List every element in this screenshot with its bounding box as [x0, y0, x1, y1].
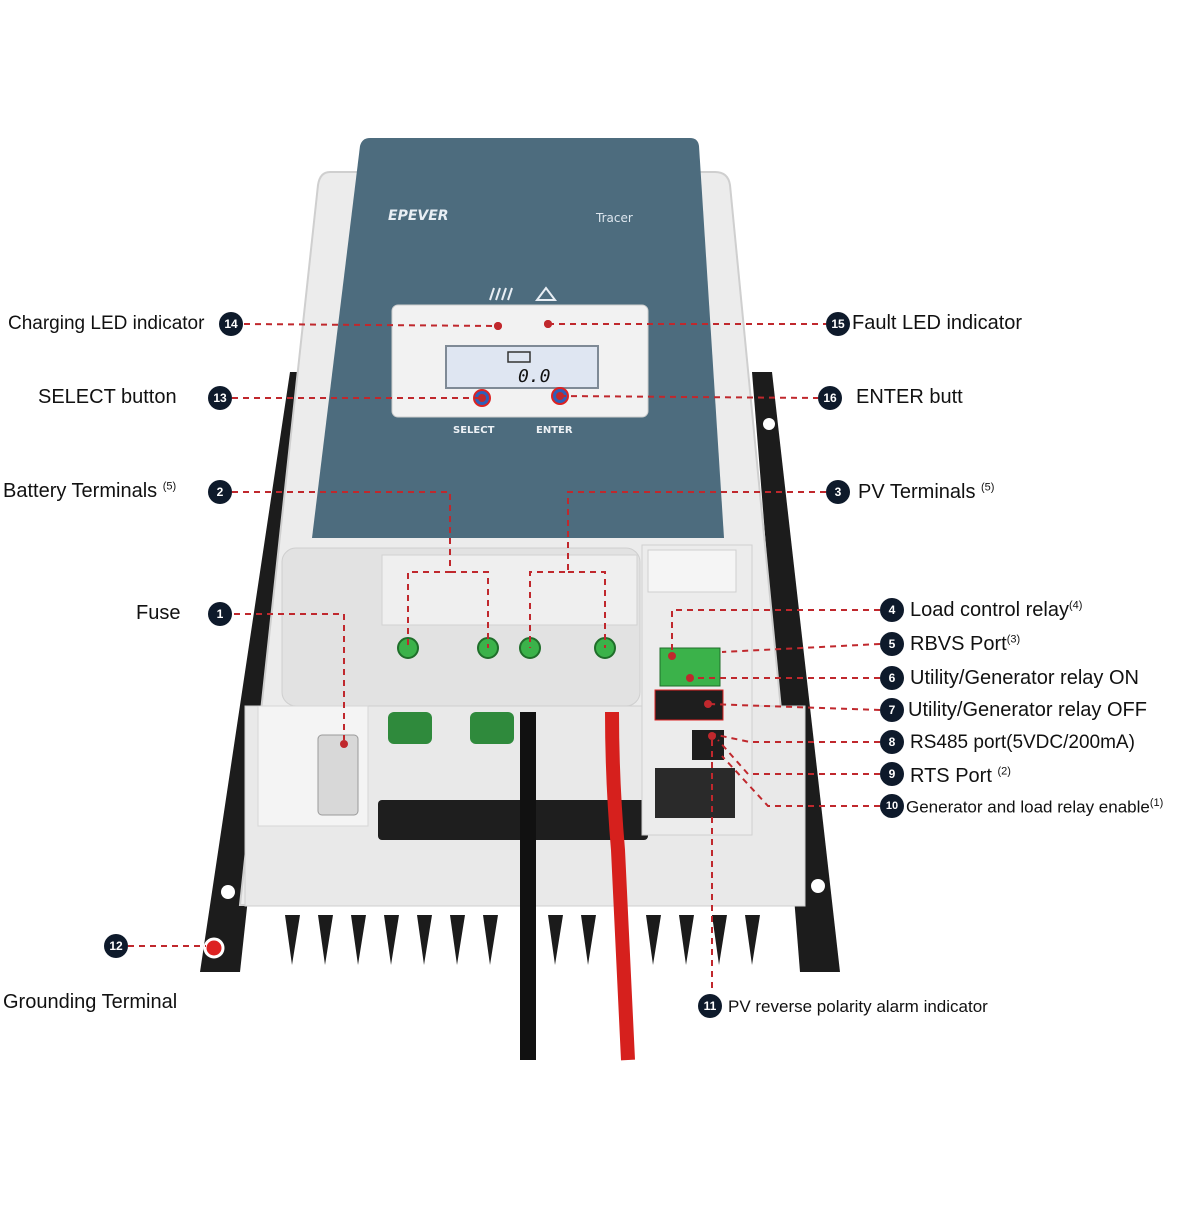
callout-badge-14: 14: [219, 312, 243, 336]
callout-badge-9: 9: [880, 762, 904, 786]
callout-footnote: (5): [162, 480, 177, 493]
callout-text: ENTER butt: [856, 386, 963, 408]
callout-footnote: (5): [981, 481, 995, 494]
callout-badge-5: 5: [880, 632, 904, 656]
callout-badge-13: 13: [208, 386, 232, 410]
model-text: Tracer: [595, 211, 633, 225]
leader-endpoints: [340, 320, 716, 748]
heatsink-fins: [285, 915, 760, 965]
callout-text: Fault LED indicator: [852, 312, 1023, 334]
brand-logo: EPEVER: [388, 208, 449, 224]
callout-label-battery-terminals: Battery Terminals (5): [3, 481, 176, 501]
callout-badge-7: 7: [880, 698, 904, 722]
enter-label: ENTER: [536, 425, 573, 436]
spec-label: [647, 549, 737, 593]
callout-badge-16: 16: [818, 386, 842, 410]
callout-footnote: (3): [1006, 633, 1021, 646]
callout-text: Battery Terminals: [3, 480, 158, 502]
lcd-screen: [445, 345, 599, 389]
callout-text: Fuse: [136, 602, 181, 624]
callout-badge-6: 6: [880, 666, 904, 690]
lcd-reading: 0.0: [518, 366, 551, 387]
left-rail-hole: [221, 885, 235, 899]
callout-badge-11: 11: [698, 994, 722, 1018]
callout-badge-12: 12: [104, 934, 128, 958]
callout-footnote: (1): [1149, 797, 1164, 809]
callout-badge-1: 1: [208, 602, 232, 626]
charging-icon: [489, 287, 513, 301]
warning-icon: [535, 286, 557, 301]
callout-footnote: (2): [997, 765, 1011, 778]
callout-text: RTS Port: [910, 765, 992, 787]
callout-text: Load control relay: [910, 599, 1069, 621]
lcd-battery-icon: [507, 351, 531, 363]
cable-clamp: [378, 800, 648, 840]
callout-label-rbvs-port: RBVS Port(3): [910, 634, 1020, 654]
rs485-port: [692, 730, 724, 760]
callout-label-utility-relay-on: Utility/Generator relay ON: [910, 668, 1139, 688]
callout-label-pv-terminals: PV Terminals (5): [858, 482, 994, 502]
callout-badge-3: 3: [826, 480, 850, 504]
callout-label-rs485-port: RS485 port(5VDC/200mA): [910, 733, 1135, 752]
right-rail-hole-top: [763, 418, 775, 430]
callout-text: RBVS Port: [910, 633, 1007, 655]
terminal-cover: [381, 554, 638, 626]
fuse: [317, 734, 359, 816]
callout-text: Generator and load relay enable: [906, 797, 1150, 817]
callout-text: Utility/Generator relay ON: [910, 667, 1139, 689]
callout-text: Grounding Terminal: [3, 991, 178, 1013]
callout-text: PV Terminals: [858, 481, 976, 503]
callout-badge-10: 10: [880, 794, 904, 818]
terminal-posts: [388, 712, 514, 744]
callout-text: PV reverse polarity alarm indicator: [728, 997, 988, 1016]
callout-label-utility-relay-off: Utility/Generator relay OFF: [908, 700, 1147, 720]
grounding-terminal: [203, 937, 225, 959]
leader-lines: [128, 323, 881, 992]
callout-label-enter-button: ENTER butt: [856, 387, 963, 407]
right-mounting-rail: [752, 372, 840, 972]
red-cable: [605, 711, 635, 1061]
callout-badge-8: 8: [880, 730, 904, 754]
callout-label-generator-load-relay-enable: Generator and load relay enable(1): [906, 798, 1163, 816]
select-label: SELECT: [453, 425, 495, 436]
callout-label-charging-led: Charging LED indicator: [8, 314, 204, 333]
callout-badge-15: 15: [826, 312, 850, 336]
callout-text: SELECT button: [38, 386, 177, 408]
callout-label-fault-led: Fault LED indicator: [852, 313, 1022, 333]
callout-text: RS485 port(5VDC/200mA): [910, 732, 1135, 753]
callout-text: Utility/Generator relay OFF: [908, 699, 1147, 721]
right-rail-hole-bottom: [811, 879, 825, 893]
callout-label-select-button: SELECT button: [38, 387, 177, 407]
callout-text: Charging LED indicator: [8, 313, 205, 334]
callout-footnote: (4): [1068, 599, 1083, 612]
callout-label-load-control-relay: Load control relay(4): [910, 600, 1082, 620]
callout-label-pv-reverse-alarm: PV reverse polarity alarm indicator: [728, 998, 988, 1015]
callout-label-fuse: Fuse: [136, 603, 180, 623]
callout-label-rts-port: RTS Port (2): [910, 766, 1011, 786]
callout-label-grounding-terminal: Grounding Terminal: [3, 992, 177, 1012]
left-mounting-rail: [200, 372, 305, 972]
callout-badge-2: 2: [208, 480, 232, 504]
callout-badge-4: 4: [880, 598, 904, 622]
terminal-screws: [397, 637, 616, 659]
rts-port: [655, 768, 735, 818]
